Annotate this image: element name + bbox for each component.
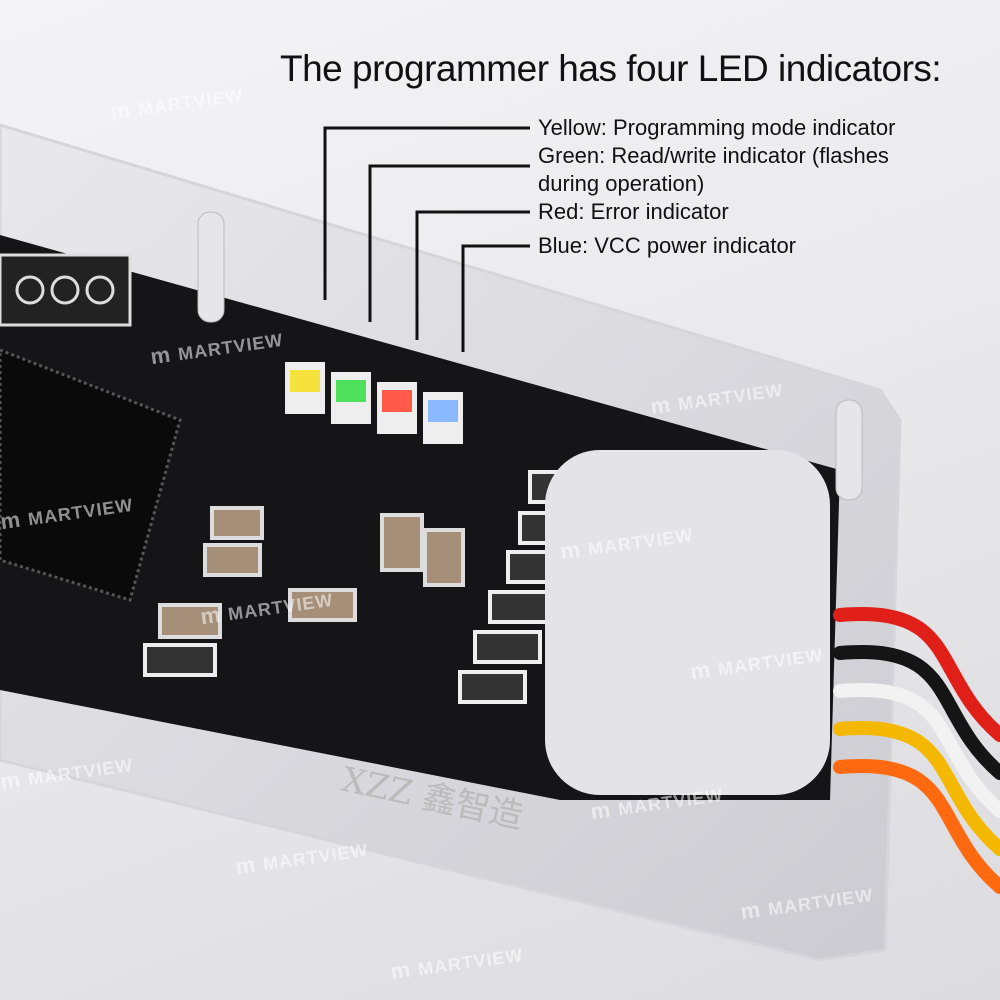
indicator-label-blue: Blue: VCC power indicator	[538, 233, 797, 258]
case-post	[835, 399, 863, 501]
header-connector	[0, 253, 132, 327]
indicator-label-yellow: Yellow: Programming mode indicator	[538, 115, 896, 140]
indicator-label-green: Green: Read/write indicator (flashes	[538, 143, 889, 168]
battery-pad	[545, 450, 830, 795]
cable-wire	[833, 607, 1000, 742]
led-yellow	[290, 370, 320, 392]
cable-wire	[833, 759, 1000, 894]
cable-wire	[833, 645, 1000, 780]
cable-wire	[833, 683, 1000, 818]
indicator-label-red: Red: Error indicator	[538, 199, 729, 224]
microcontroller-chip	[0, 348, 182, 602]
leader-lines	[323, 126, 530, 352]
indicator-label-green-continued: during operation)	[538, 171, 705, 196]
led-blue	[428, 400, 458, 422]
led-red	[382, 390, 412, 412]
led-green	[336, 380, 366, 402]
case-post	[197, 211, 225, 323]
page-title: The programmer has four LED indicators:	[280, 48, 942, 89]
cable-wire	[833, 721, 1000, 856]
